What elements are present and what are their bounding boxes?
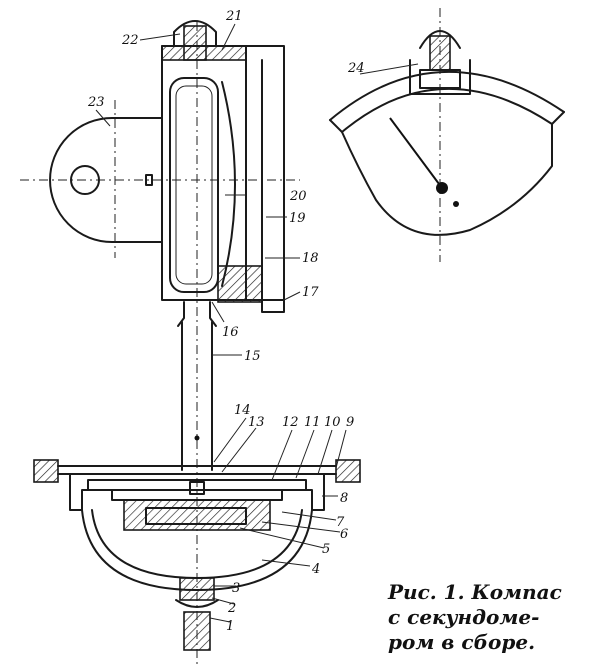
slot: [145, 174, 153, 186]
hub-ring: [175, 599, 219, 608]
label-9: 9: [346, 415, 354, 430]
hub: [179, 577, 215, 601]
detail-stem: [429, 35, 451, 71]
figure-caption: Рис. 1. Компас с секундоме- ром в сборе.: [388, 580, 594, 655]
housing-neck: [177, 301, 217, 327]
right-lug: [261, 299, 285, 313]
bottom-pin: [183, 611, 211, 651]
left-screw: [33, 459, 59, 483]
leader-lines: [95, 23, 419, 623]
winding-knob: [173, 20, 217, 47]
label-17: 17: [302, 285, 319, 300]
label-3: 3: [232, 581, 240, 596]
detail-body: [329, 111, 565, 236]
cylinder-drum: [169, 77, 219, 293]
caption-line-2: с секундоме-: [388, 605, 540, 629]
magnet-core: [145, 507, 247, 525]
label-19: 19: [289, 211, 306, 226]
label-24: 24: [347, 61, 365, 76]
detail-knob: [419, 30, 461, 49]
label-2: 2: [227, 601, 236, 616]
detail-housing: [409, 59, 471, 95]
label-13: 13: [248, 415, 265, 430]
label-8: 8: [340, 491, 348, 506]
side-lug: [49, 117, 163, 243]
compass-bowl-assembly: [33, 459, 361, 651]
label-1: 1: [226, 619, 234, 634]
detail-arc-outer: [329, 70, 565, 121]
detail-hand: [389, 117, 443, 189]
label-4: 4: [311, 562, 320, 577]
detail-arc-inner: [341, 88, 553, 133]
drum-inner: [175, 85, 213, 285]
lens: [221, 81, 236, 287]
label-14: 14: [234, 403, 251, 418]
stopwatch-assembly: [20, 20, 300, 327]
detail-view: [329, 8, 565, 262]
caption-line-1: Рис. 1. Компас: [388, 580, 562, 604]
label-15: 15: [244, 349, 261, 364]
label-12: 12: [282, 415, 299, 430]
knob-stem: [183, 25, 207, 61]
label-7: 7: [336, 515, 345, 530]
bottom-block: [217, 265, 263, 303]
label-10: 10: [324, 415, 341, 430]
label-5: 5: [322, 542, 330, 557]
detail-hand-pivot: [436, 182, 448, 194]
right-screw: [335, 459, 361, 483]
label-20: 20: [289, 189, 307, 204]
label-16: 16: [222, 325, 239, 340]
label-18: 18: [302, 251, 319, 266]
detail-recess: [419, 69, 461, 89]
shaft: [181, 321, 213, 471]
part-labels: 1 2 3 4 5 6 7 8 9 10 11 12 13 14 15 16 1…: [87, 9, 365, 634]
pivot-cap: [189, 481, 205, 495]
label-11: 11: [304, 415, 321, 430]
label-21: 21: [225, 9, 243, 24]
label-6: 6: [340, 527, 348, 542]
caption-line-3: ром в сборе.: [388, 630, 536, 654]
label-23: 23: [87, 95, 105, 110]
label-22: 22: [121, 33, 139, 48]
